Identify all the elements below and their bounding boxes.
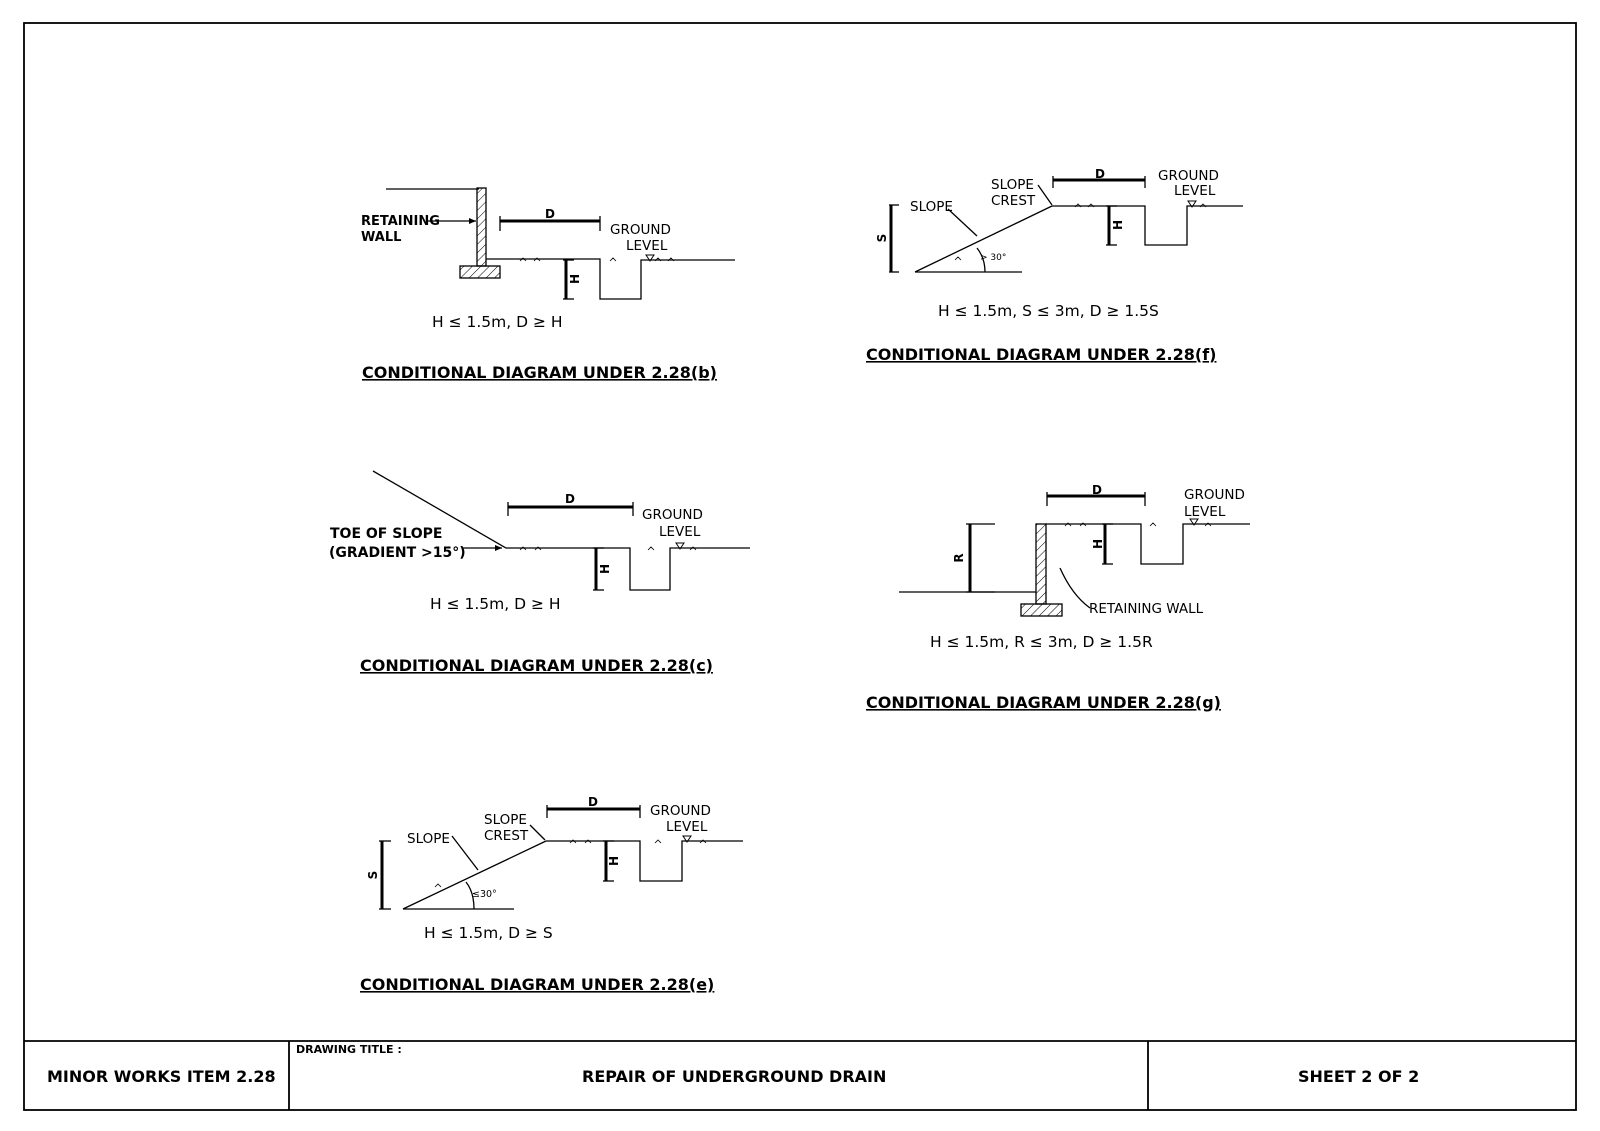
retaining-wall-label: RETAINING WALL xyxy=(1089,601,1204,617)
diagram-caption: CONDITIONAL DIAGRAM UNDER 2.28(g) xyxy=(866,693,1221,712)
slope-crest-label-1: SLOPE xyxy=(991,177,1034,193)
svg-text:D: D xyxy=(1092,483,1102,497)
svg-text:D: D xyxy=(565,492,575,506)
s-dimension: S xyxy=(366,840,391,910)
svg-text:H: H xyxy=(598,564,612,574)
svg-text:R: R xyxy=(952,553,966,562)
wall-footing xyxy=(459,265,501,279)
d-dimension: D xyxy=(499,207,601,231)
d-dimension: D xyxy=(1046,483,1146,506)
wall-footing xyxy=(1020,603,1063,617)
slope-label: SLOPE xyxy=(407,831,450,847)
condition-text: H ≤ 1.5m, S ≤ 3m, D ≥ 1.5S xyxy=(938,302,1159,320)
svg-text:H: H xyxy=(1091,539,1105,549)
h-dimension: H xyxy=(593,547,612,591)
retaining-wall xyxy=(476,187,487,267)
retaining-label: RETAINING xyxy=(361,214,440,229)
minor-works-item: MINOR WORKS ITEM 2.28 xyxy=(47,1067,276,1086)
diagram-2-28-g: RETAINING WALL R D H GROUND LEVEL H ≤ 1.… xyxy=(866,483,1250,712)
gradient-label: (GRADIENT >15°) xyxy=(329,545,466,561)
ground-label: GROUND xyxy=(610,222,671,238)
diagram-2-28-b: RETAINING WALL D H GROUND LEVEL H ≤ 1.5m… xyxy=(361,187,735,382)
level-label: LEVEL xyxy=(1184,504,1226,520)
angle-label: ≤30° xyxy=(472,889,497,900)
level-label: LEVEL xyxy=(1174,183,1216,199)
diagram-2-28-f: SLOPE SLOPE CREST > 30° S D H GROUND LEV… xyxy=(866,167,1243,364)
ground-label: GROUND xyxy=(1184,487,1245,503)
diagram-caption: CONDITIONAL DIAGRAM UNDER 2.28(e) xyxy=(360,975,714,994)
slope-crest-label-2: CREST xyxy=(991,193,1036,209)
diagram-2-28-c: TOE OF SLOPE (GRADIENT >15°) D H GROUND … xyxy=(329,470,750,675)
svg-text:S: S xyxy=(875,234,889,243)
ground-label: GROUND xyxy=(642,507,703,523)
condition-text: H ≤ 1.5m, D ≥ H xyxy=(430,595,561,613)
condition-text: H ≤ 1.5m, D ≥ S xyxy=(424,924,553,942)
slope-crest-label-1: SLOPE xyxy=(484,812,527,828)
condition-text: H ≤ 1.5m, R ≤ 3m, D ≥ 1.5R xyxy=(930,633,1153,651)
svg-text:H: H xyxy=(568,274,582,284)
svg-text:D: D xyxy=(1095,167,1105,181)
diagram-2-28-e: SLOPE SLOPE CREST ≤30° S D H GROUND LEVE… xyxy=(360,795,743,994)
diagram-caption: CONDITIONAL DIAGRAM UNDER 2.28(f) xyxy=(866,345,1216,364)
angle-label: > 30° xyxy=(980,253,1006,263)
toe-of-slope-label: TOE OF SLOPE xyxy=(330,526,442,542)
r-dimension: R xyxy=(952,523,995,593)
ground-label: GROUND xyxy=(650,803,711,819)
svg-text:D: D xyxy=(545,207,555,221)
level-label: LEVEL xyxy=(626,238,668,254)
condition-text: H ≤ 1.5m, D ≥ H xyxy=(432,313,563,331)
d-dimension: D xyxy=(546,795,641,818)
h-dimension: H xyxy=(1091,523,1113,565)
title-block: MINOR WORKS ITEM 2.28 DRAWING TITLE : RE… xyxy=(24,1040,1576,1110)
svg-text:S: S xyxy=(366,871,380,880)
h-dimension: H xyxy=(563,259,582,300)
slope-label: SLOPE xyxy=(910,199,953,215)
svg-text:D: D xyxy=(588,795,598,809)
slope-crest-label-2: CREST xyxy=(484,828,529,844)
h-dimension: H xyxy=(1106,205,1125,246)
svg-text:H: H xyxy=(607,856,621,866)
level-label: LEVEL xyxy=(659,524,701,540)
diagram-caption: CONDITIONAL DIAGRAM UNDER 2.28(c) xyxy=(360,656,713,675)
drawing-title-label: DRAWING TITLE : xyxy=(296,1043,402,1056)
h-dimension: H xyxy=(603,840,621,882)
retaining-wall xyxy=(1035,523,1047,605)
wall-label: WALL xyxy=(361,230,401,245)
level-label: LEVEL xyxy=(666,819,708,835)
drawing-title: REPAIR OF UNDERGROUND DRAIN xyxy=(582,1067,886,1086)
s-dimension: S xyxy=(875,204,899,273)
d-dimension: D xyxy=(1052,167,1146,188)
svg-text:H: H xyxy=(1111,220,1125,230)
diagram-caption: CONDITIONAL DIAGRAM UNDER 2.28(b) xyxy=(362,363,717,382)
d-dimension: D xyxy=(507,492,634,516)
drawing-border xyxy=(23,22,1577,1111)
sheet-number: SHEET 2 OF 2 xyxy=(1298,1067,1419,1086)
ground-label: GROUND xyxy=(1158,168,1219,184)
